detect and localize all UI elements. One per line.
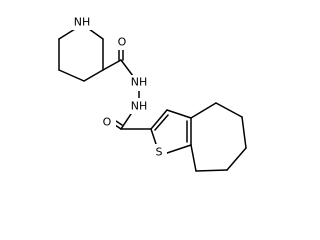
bond bbox=[190, 102, 217, 119]
bond bbox=[226, 147, 247, 171]
amide-oxygen-label: O bbox=[103, 116, 112, 129]
hydrazide-nh-label: NH bbox=[131, 76, 148, 89]
bond bbox=[215, 102, 243, 118]
amide-oxygen-label: O bbox=[118, 36, 127, 49]
double-bond bbox=[115, 120, 123, 126]
bond bbox=[83, 69, 104, 82]
atom-labels: NH O NH NH O S bbox=[68, 14, 167, 160]
bond bbox=[58, 28, 76, 40]
thiophene-sulfur-label: S bbox=[156, 146, 163, 159]
hydrazide-nh-label: NH bbox=[131, 100, 148, 113]
bond bbox=[190, 144, 197, 172]
bond bbox=[58, 69, 85, 82]
bond bbox=[241, 116, 247, 149]
bond bbox=[88, 28, 104, 40]
bond bbox=[120, 59, 134, 77]
molecule-structure: NH O NH NH O S bbox=[58, 14, 247, 172]
bond bbox=[102, 59, 122, 71]
bond bbox=[166, 144, 192, 154]
piperidine-nh-label: NH bbox=[74, 16, 91, 29]
double-bond bbox=[154, 114, 169, 131]
bond bbox=[166, 109, 192, 119]
bond bbox=[195, 169, 228, 172]
double-bond bbox=[150, 109, 168, 130]
